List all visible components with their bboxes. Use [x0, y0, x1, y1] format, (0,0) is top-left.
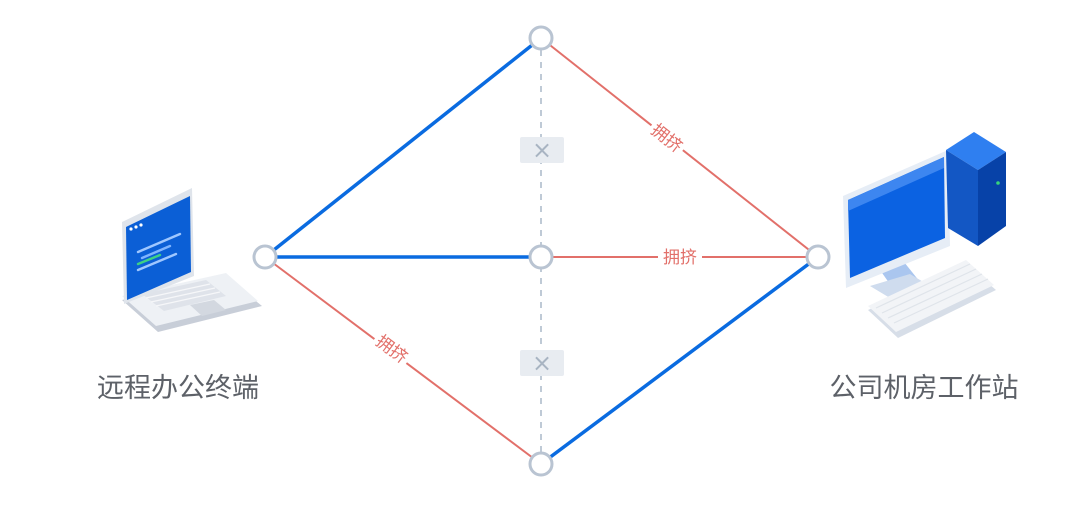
congestion-label-middle: 拥挤 — [658, 246, 702, 268]
node-center-relay — [528, 244, 554, 270]
blocked-marker-upper: × — [520, 136, 564, 164]
blocked-x-icon: × — [532, 349, 552, 377]
node-top-relay — [528, 25, 554, 51]
blocked-x-icon: × — [532, 136, 552, 164]
path-bottom-to-right-good — [539, 255, 820, 466]
workstation-icon — [843, 132, 1006, 338]
laptop-icon — [122, 188, 262, 332]
path-left-to-top-good — [263, 36, 543, 259]
congestion-label-text: 拥挤 — [663, 248, 697, 268]
blocked-marker-lower: × — [520, 349, 564, 377]
right-workstation-label: 公司机房工作站 — [830, 373, 1019, 404]
node-bottom-relay — [528, 451, 554, 477]
left-terminal-label: 远程办公终端 — [97, 373, 259, 404]
node-left-endpoint — [252, 244, 278, 270]
node-right-endpoint — [805, 244, 831, 270]
congestion-label-top: 拥挤 — [644, 116, 690, 160]
